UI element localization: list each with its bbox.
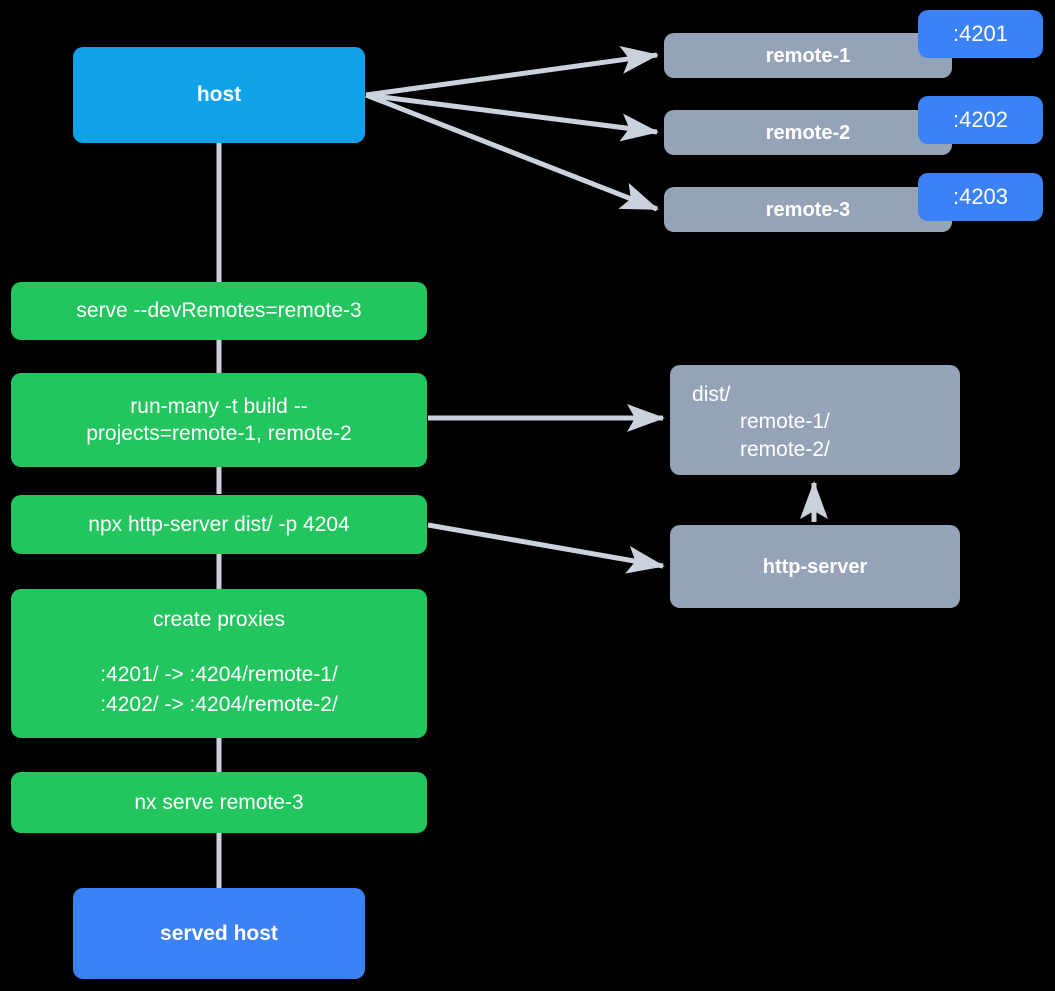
edge-host-remote-3 bbox=[365, 92, 659, 212]
port-badge-remote-3: :4203 bbox=[918, 173, 1043, 221]
node-command-serve-label: serve --devRemotes=remote-3 bbox=[76, 299, 362, 323]
node-host-label: host bbox=[196, 83, 242, 107]
node-remote-1[interactable]: remote-1 bbox=[664, 33, 952, 78]
node-remote-2[interactable]: remote-2 bbox=[664, 110, 952, 155]
node-served-host-label: served host bbox=[160, 921, 278, 945]
port-badge-remote-2-label: :4202 bbox=[952, 107, 1009, 132]
node-remote-3[interactable]: remote-3 bbox=[664, 187, 952, 232]
node-command-run-many-label: run-many -t build -- projects=remote-1, … bbox=[86, 394, 352, 445]
create-proxies-rules: :4201/ -> :4204/remote-1/ :4202/ -> :420… bbox=[100, 662, 338, 717]
node-served-host[interactable]: served host bbox=[73, 888, 365, 979]
node-command-npx-http-server[interactable]: npx http-server dist/ -p 4204 bbox=[11, 495, 427, 554]
edge-host-remote-1 bbox=[365, 46, 659, 98]
node-remote-1-label: remote-1 bbox=[765, 44, 851, 67]
edge-host-remote-2 bbox=[365, 92, 659, 142]
node-dist-folder[interactable]: dist/ remote-1/ remote-2/ bbox=[670, 365, 960, 475]
port-badge-remote-2: :4202 bbox=[918, 96, 1043, 144]
host-to-remotes-edges bbox=[365, 46, 659, 212]
node-remote-3-label: remote-3 bbox=[765, 198, 851, 221]
port-badge-remote-3-label: :4203 bbox=[952, 184, 1009, 209]
node-http-server-label: http-server bbox=[762, 555, 868, 578]
edge-npx-httpserver bbox=[427, 522, 665, 574]
dist-child-remote-1: remote-1/ bbox=[740, 410, 830, 434]
port-badge-remote-1: :4201 bbox=[918, 10, 1043, 58]
node-host[interactable]: host bbox=[73, 47, 365, 143]
node-http-server[interactable]: http-server bbox=[670, 525, 960, 608]
dist-child-remote-2: remote-2/ bbox=[740, 437, 830, 461]
node-remote-2-label: remote-2 bbox=[765, 121, 851, 144]
node-command-nx-serve-remote-3[interactable]: nx serve remote-3 bbox=[11, 772, 427, 833]
node-command-create-proxies[interactable]: create proxies :4201/ -> :4204/remote-1/… bbox=[11, 589, 427, 738]
port-badge-remote-1-label: :4201 bbox=[952, 21, 1009, 46]
node-command-run-many[interactable]: run-many -t build -- projects=remote-1, … bbox=[11, 373, 427, 467]
node-command-npx-http-server-label: npx http-server dist/ -p 4204 bbox=[88, 512, 350, 536]
dist-root-label: dist/ bbox=[692, 383, 731, 406]
node-command-serve[interactable]: serve --devRemotes=remote-3 bbox=[11, 282, 427, 340]
node-command-nx-serve-remote-3-label: nx serve remote-3 bbox=[134, 790, 304, 814]
create-proxies-title: create proxies bbox=[153, 608, 285, 632]
